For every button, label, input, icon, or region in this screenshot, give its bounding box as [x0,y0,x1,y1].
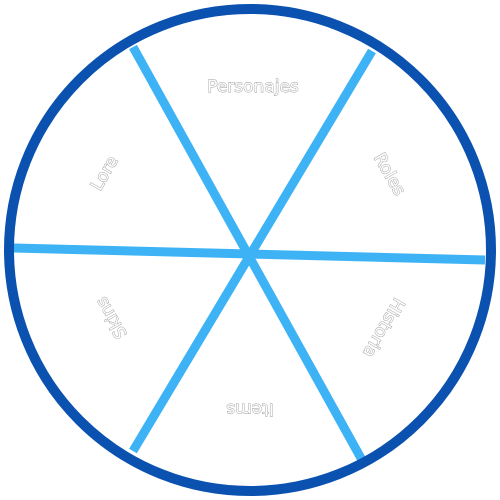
spoke-line [13,243,486,265]
segment-label-items: Items [226,399,274,419]
wheel-rim [4,4,496,496]
segment-label-personajes: Personajes [207,77,299,97]
